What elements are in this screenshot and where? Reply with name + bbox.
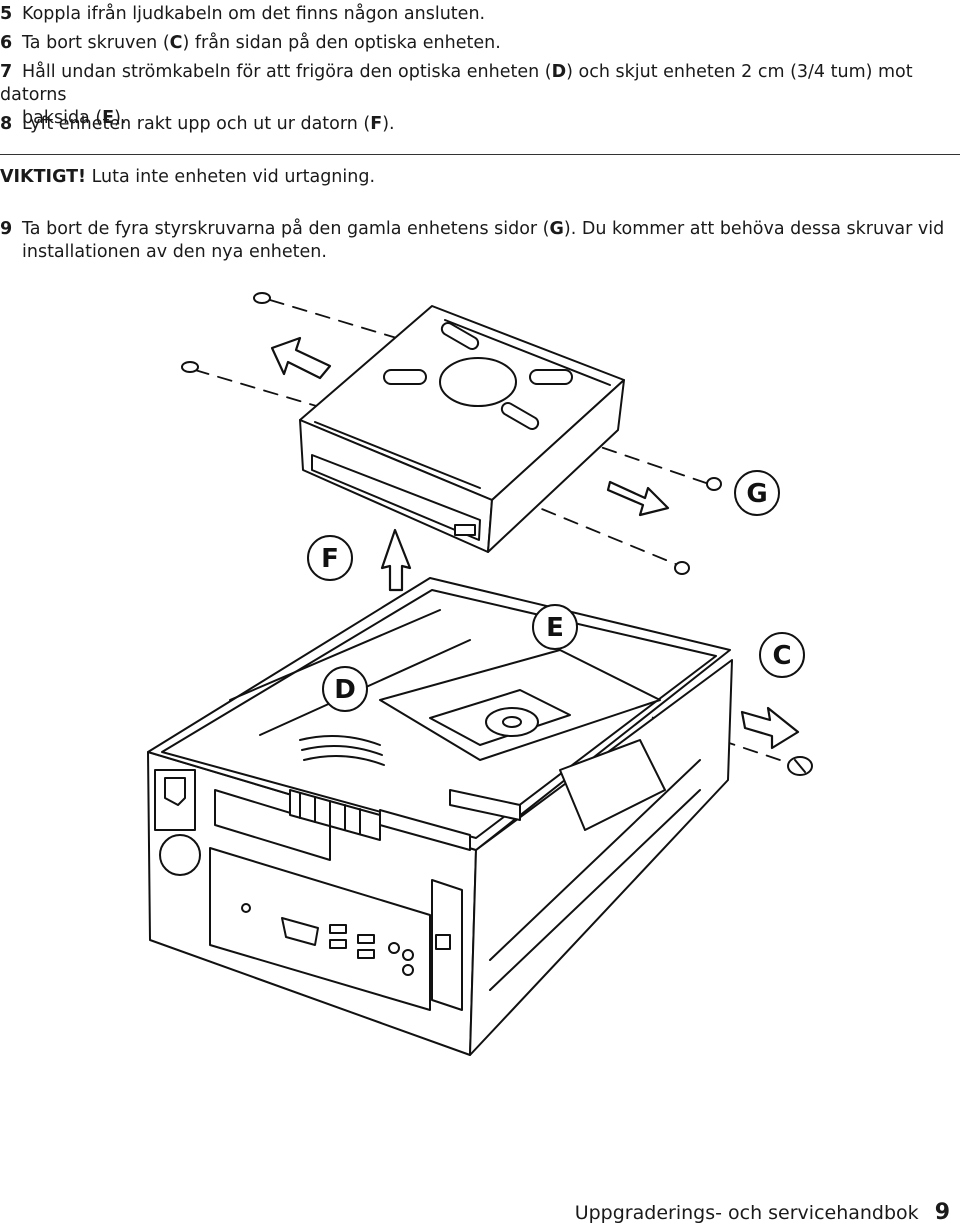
step-8: 8 Lyft enheten rakt upp och ut ur datorn … — [0, 113, 946, 136]
step-6: 6 Ta bort skruven (C) från sidan på den o… — [0, 32, 946, 55]
step-text: installationen av den nya enheten. — [22, 242, 327, 262]
callout-G: G — [734, 470, 780, 516]
callout-D: D — [322, 666, 368, 712]
callout-ref: G — [549, 219, 564, 239]
optical-drive — [299, 305, 625, 553]
svg-text:D: D — [334, 675, 356, 705]
callout-ref: D — [551, 62, 567, 82]
step-text: Håll undan strömkabeln för att frigöra d… — [22, 62, 552, 82]
step-text: ) och skjut enheten 2 cm (3/4 tum) mot d… — [0, 62, 913, 105]
step-text: ). Du kommer att behöva dessa skruvar vi… — [563, 219, 945, 239]
screw-icon-c — [787, 756, 813, 776]
svg-text:G: G — [746, 479, 767, 509]
warning-text: Luta inte enheten vid urtagning. — [86, 167, 376, 187]
optical-drive-removal-illustration: F G E D C — [147, 292, 813, 1056]
screw-icon — [181, 292, 722, 575]
warning-tag: VIKTIGT! — [0, 167, 87, 187]
footer-title: Uppgraderings- och servicehandbok — [574, 1202, 919, 1224]
callout-F: F — [307, 535, 353, 581]
step-text: Ta bort skruven ( — [22, 33, 170, 53]
page-number: 9 — [934, 1200, 950, 1225]
svg-text:E: E — [546, 613, 564, 643]
step-text: ) från sidan på den optiska enheten. — [182, 33, 501, 53]
step-text: ). — [382, 114, 395, 134]
page-footer: Uppgraderings- och servicehandbok 9 — [575, 1200, 950, 1225]
step-text: Ta bort de fyra styrskruvarna på den gam… — [22, 219, 550, 239]
callout-ref: C — [169, 33, 183, 53]
svg-text:C: C — [772, 641, 791, 671]
callout-ref: F — [370, 114, 383, 134]
step-text: Lyft enheten rakt upp och ut ur datorn ( — [22, 114, 371, 134]
callout-ref: E — [102, 108, 115, 128]
step-9: 9 Ta bort de fyra styrskruvarna på den ga… — [0, 218, 946, 264]
step-number: 8 — [0, 114, 13, 134]
step-number: 5 — [0, 4, 13, 24]
callout-C: C — [759, 632, 805, 678]
step-text: baksida ( — [22, 108, 103, 128]
step-7: 7 Håll undan strömkabeln för att frigöra … — [0, 61, 946, 130]
callout-E: E — [532, 604, 578, 650]
warning-note: VIKTIGT! Luta inte enheten vid urtagning… — [0, 166, 375, 189]
step-number: 6 — [0, 33, 13, 53]
step-text: ). — [114, 108, 127, 128]
step-number: 9 — [0, 219, 13, 239]
step-text: Koppla ifrån ljudkabeln om det finns någ… — [22, 4, 486, 24]
computer-chassis — [147, 577, 733, 1056]
divider — [0, 154, 960, 155]
svg-text:F: F — [321, 544, 339, 574]
step-5: 5 Koppla ifrån ljudkabeln om det finns nå… — [0, 3, 946, 26]
step-number: 7 — [0, 62, 13, 82]
